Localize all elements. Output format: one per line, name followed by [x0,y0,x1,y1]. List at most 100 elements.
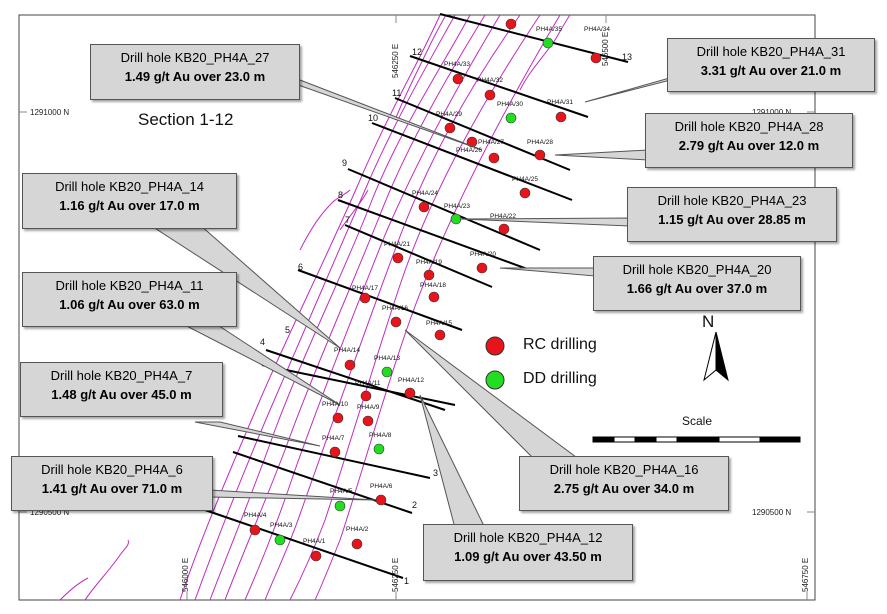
section-number: 10 [368,113,379,123]
section-lines [204,13,629,579]
callout-title: Drill hole KB20_PH4A_28 [674,119,824,134]
drill-hole-label: PH4A/31 [547,99,574,106]
callout-grade: 1.15 g/t Au over 28.85 m [658,212,806,227]
callout-ph4a-7: Drill hole KB20_PH4A_7 1.48 g/t Au over … [20,362,223,417]
legend-rc-label: RC drilling [523,336,597,353]
grid-label-north: 1290500 N [752,508,792,517]
legend-dd-label: DD drilling [523,370,597,387]
drill-hole-label: PH4A/28 [527,139,554,146]
north-arrow-label: N [702,312,715,331]
callout-ph4a-14: Drill hole KB20_PH4A_14 1.16 g/t Au over… [22,173,237,229]
grid-label-north: 1291000 N [30,108,70,117]
drill-hole-label: PH4A/2 [346,526,369,533]
drill-hole-label: PH4A/14 [334,347,361,354]
drill-hole-label: PH4A/32 [477,77,504,84]
grid-label-north: 1291000 N [752,108,791,117]
callout-grade: 1.09 g/t Au over 43.50 m [454,549,602,564]
callout-title: Drill hole KB20_PH4A_12 [453,530,603,545]
callout-ph4a-28: Drill hole KB20_PH4A_28 2.79 g/t Au over… [645,113,853,168]
drill-hole-label: PH4A/26 [456,147,483,154]
drill-hole-label: PH4A/25 [512,176,539,183]
drill-hole-label: PH4A/35 [536,26,563,33]
drill-hole-label: PH4A/29 [436,111,463,118]
drill-hole-label: PH4A/8 [369,432,392,439]
callout-grade: 1.41 g/t Au over 71.0 m [41,481,183,496]
callout-grade: 1.66 g/t Au over 37.0 m [626,281,768,296]
scale-bar [592,436,801,443]
drill-hole-label: PH4A/18 [420,282,447,289]
callout-title: Drill hole KB20_PH4A_7 [50,368,193,383]
callout-ph4a-20: Drill hole KB20_PH4A_20 1.66 g/t Au over… [593,256,801,311]
drill-hole-label: PH4A/33 [444,61,471,68]
drill-hole-label: PH4A/7 [322,435,345,442]
callout-grade: 1.48 g/t Au over 45.0 m [51,387,192,402]
callout-grade: 2.75 g/t Au over 34.0 m [553,481,695,496]
grid-label-east: 546250 E [391,557,400,592]
section-number: 8 [338,190,344,200]
drill-hole-label: PH4A/4 [244,512,267,519]
scale-label: Scale [682,414,713,428]
drill-hole-label: PH4A/1 [303,538,326,545]
grid-label-north: 1290500 N [30,508,70,517]
drill-hole-label: PH4A/5 [330,488,353,495]
drill-hole-label: PH4A/30 [497,101,524,108]
section-number: 12 [412,47,423,57]
callout-ph4a-27: Drill hole KB20_PH4A_27 1.49 g/t Au over… [90,44,300,100]
callout-grade: 2.79 g/t Au over 12.0 m [678,138,820,153]
section-number: 11 [392,88,402,98]
legend-rc-dot [485,336,505,356]
callout-title: Drill hole KB20_PH4A_23 [657,193,807,208]
drill-hole-label: PH4A/10 [322,401,349,408]
drill-hole-label: PH4A/24 [412,190,439,197]
north-arrow [703,331,729,382]
callout-title: Drill hole KB20_PH4A_6 [41,462,183,477]
drill-hole-label: PH4A/3 [270,522,293,529]
drill-hole-label: PH4A/34 [584,26,611,33]
drill-hole-label: PH4A/27 [478,139,505,146]
callout-title: Drill hole KB20_PH4A_16 [549,462,699,477]
callout-ph4a-31: Drill hole KB20_PH4A_31 3.31 g/t Au over… [667,38,875,92]
drill-hole-label: PH4A/15 [426,320,453,327]
section-title: Section 1-12 [138,110,234,129]
drill-hole-label: PH4A/9 [357,404,380,411]
callout-title: Drill hole KB20_PH4A_14 [55,179,204,194]
callout-grade: 1.16 g/t Au over 17.0 m [59,198,200,213]
drill-hole-label: PH4A/16 [382,305,409,312]
grid-ticks [19,15,815,600]
section-number: 6 [298,262,304,272]
callout-ph4a-11: Drill hole KB20_PH4A_11 1.06 g/t Au over… [22,272,237,327]
drill-hole-label: PH4A/19 [416,259,443,266]
drill-hole-label: PH4A/20 [470,251,497,258]
callout-ph4a-12: Drill hole KB20_PH4A_12 1.09 g/t Au over… [423,524,633,581]
section-number: 5 [285,325,291,335]
callout-ph4a-6: Drill hole KB20_PH4A_6 1.41 g/t Au over … [11,456,213,511]
drill-hole-label: PH4A/6 [370,483,393,490]
section-number: 7 [345,215,351,225]
drill-holes [249,18,602,562]
callout-title: Drill hole KB20_PH4A_27 [120,50,270,65]
drill-hole-label: PH4A/17 [352,285,379,292]
callout-grade: 1.06 g/t Au over 63.0 m [59,297,200,312]
callout-grade: 1.49 g/t Au over 23.0 m [124,69,266,84]
section-number: 3 [433,468,439,478]
section-number: 13 [622,52,633,62]
drill-hole-label: PH4A/21 [384,241,411,248]
drill-hole-label: PH4A/12 [398,377,425,384]
callout-grade: 3.31 g/t Au over 21.0 m [700,63,842,78]
section-number: 1 [404,576,410,586]
grid-label-east: 546250 E [391,43,400,78]
drill-hole-label: PH4A/23 [444,203,471,210]
grid-label-east: 546000 E [181,557,190,592]
callout-ph4a-23: Drill hole KB20_PH4A_23 1.15 g/t Au over… [627,187,837,242]
legend-dd-dot [485,370,505,390]
callout-title: Drill hole KB20_PH4A_20 [622,262,772,277]
grid-label-east: 546500 E [601,31,610,66]
callout-title: Drill hole KB20_PH4A_11 [55,278,204,293]
section-number: 2 [412,500,418,510]
callout-ph4a-16: Drill hole KB20_PH4A_16 2.75 g/t Au over… [519,456,729,511]
callout-leaders [148,74,691,529]
section-number: 4 [260,337,266,347]
grid-label-east: 546750 E [801,557,810,592]
drill-hole-label: PH4A/22 [490,213,517,220]
drill-hole-label: PH4A/13 [374,355,401,362]
